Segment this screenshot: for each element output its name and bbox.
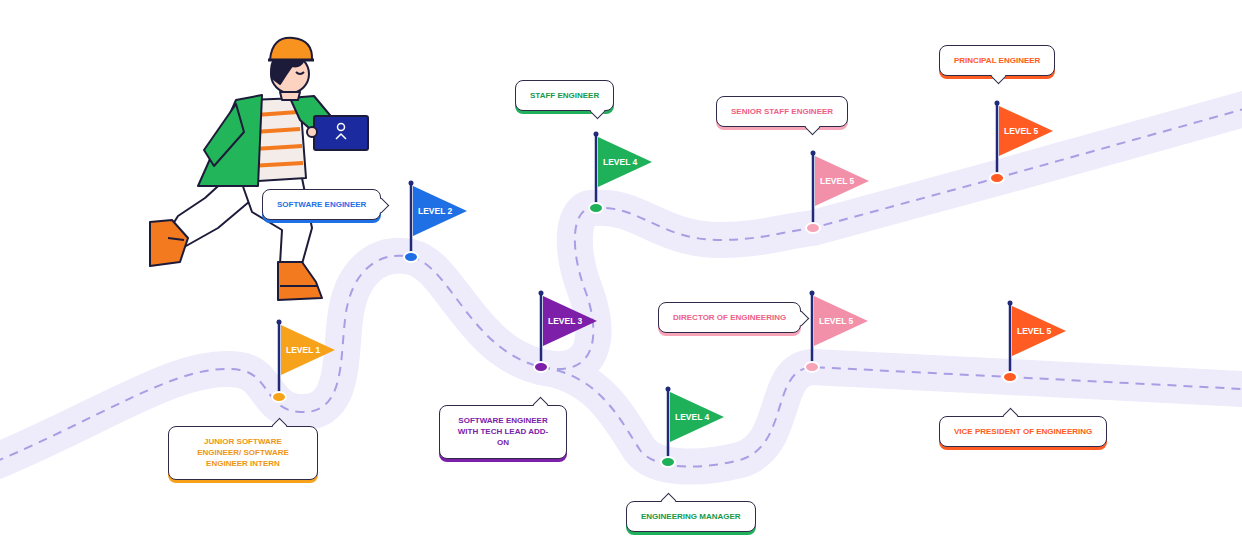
level-label: LEVEL 5 (820, 176, 854, 186)
flag-cloth (1012, 306, 1066, 356)
milestone-dots (272, 173, 1017, 467)
level-label: LEVEL 4 (603, 157, 637, 167)
level-flag: LEVEL 5 (999, 106, 1053, 156)
flag-cloth (815, 156, 869, 206)
role-callout: SENIOR STAFF ENGINEER (716, 96, 848, 127)
level-label: LEVEL 2 (418, 206, 452, 216)
role-title: SOFTWARE ENGINEER (277, 199, 366, 210)
callout-pointer (1003, 408, 1019, 424)
role-title: VICE PRESIDENT OF ENGINEERING (954, 426, 1092, 437)
flag-poles (279, 103, 1010, 462)
flag-cloth (543, 296, 597, 346)
level-label: LEVEL 3 (548, 316, 582, 326)
pole-tips (277, 101, 1013, 392)
role-title: PRINCIPAL ENGINEER (954, 55, 1040, 66)
engineer-figure (150, 38, 368, 300)
role-callout: DIRECTOR OF ENGINEERING (658, 302, 801, 333)
flag-cloth (814, 296, 868, 346)
road (0, 104, 1242, 468)
level-label: LEVEL 5 (819, 316, 853, 326)
role-title: STAFF ENGINEER (530, 90, 599, 101)
role-callout: PRINCIPAL ENGINEER (939, 45, 1055, 76)
level-label: LEVEL 1 (286, 345, 320, 355)
level-flag: LEVEL 1 (281, 325, 335, 375)
level-flag: LEVEL 2 (413, 186, 467, 236)
level-flag: LEVEL 4 (598, 137, 652, 187)
role-title: DIRECTOR OF ENGINEERING (673, 312, 786, 323)
callout-pointer (805, 120, 821, 136)
flag-cloth (598, 137, 652, 187)
level-flag: LEVEL 4 (670, 392, 724, 442)
role-title: SOFTWARE ENGINEER WITH TECH LEAD ADD-ON (454, 415, 552, 449)
callout-pointer (661, 493, 677, 509)
role-title: ENGINEERING MANAGER (641, 511, 741, 522)
role-title: SENIOR STAFF ENGINEER (731, 106, 833, 117)
flag-cloth (413, 186, 467, 236)
level-label: LEVEL 5 (1017, 326, 1051, 336)
role-callout: JUNIOR SOFTWARE ENGINEER/ SOFTWARE ENGIN… (168, 426, 318, 480)
callout-pointer (794, 311, 810, 327)
flag-cloth (670, 392, 724, 442)
callout-pointer (533, 397, 549, 413)
callout-pointer (991, 69, 1007, 85)
level-label: LEVEL 4 (675, 412, 709, 422)
level-flag: LEVEL 5 (815, 156, 869, 206)
role-callout: SOFTWARE ENGINEER (262, 189, 381, 220)
role-callout: ENGINEERING MANAGER (626, 501, 756, 532)
level-flag: LEVEL 3 (543, 296, 597, 346)
role-callout: STAFF ENGINEER (515, 80, 614, 111)
callout-pointer (590, 104, 606, 120)
callout-pointer (374, 198, 390, 214)
role-title: JUNIOR SOFTWARE ENGINEER/ SOFTWARE ENGIN… (183, 436, 303, 470)
road-centre-line (0, 104, 1242, 468)
flag-cloth (281, 325, 335, 375)
level-flag: LEVEL 5 (814, 296, 868, 346)
flag-cloth (999, 106, 1053, 156)
role-callout: SOFTWARE ENGINEER WITH TECH LEAD ADD-ON (439, 405, 567, 459)
role-callout: VICE PRESIDENT OF ENGINEERING (939, 416, 1107, 447)
level-flag: LEVEL 5 (1012, 306, 1066, 356)
level-label: LEVEL 5 (1004, 126, 1038, 136)
